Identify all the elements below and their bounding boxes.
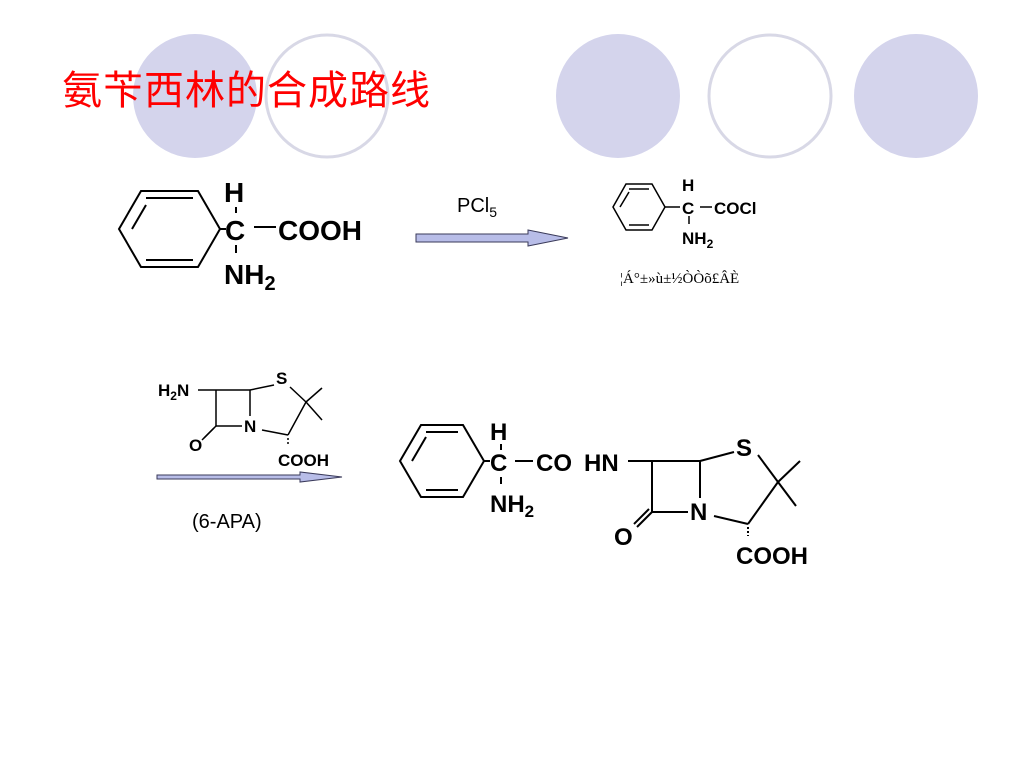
reactant-cooh: COOH: [278, 215, 362, 246]
acid-chloride-label: ¦Á°±»ù±½ÒÒõ£ÂÈ: [620, 270, 739, 287]
phenylglycine-structure: H C COOH NH2: [117, 177, 362, 295]
filled-circle-2: [556, 34, 680, 158]
arrow-1-shape: [415, 229, 569, 247]
apa-s-atom: S: [276, 369, 287, 388]
reagent-6-apa-label: (6-APA): [192, 511, 262, 533]
reactant-nh2: NH2: [224, 259, 276, 295]
reactant-h-atom: H: [224, 177, 244, 208]
acid-chloride-cocl: COCl: [714, 199, 757, 218]
ampicillin-h-atom: H: [490, 419, 507, 446]
benzene-ring: [117, 190, 222, 268]
apa-h2n: H2N: [158, 381, 189, 403]
ampicillin-co: CO: [536, 450, 572, 477]
apa-cooh: COOH: [278, 451, 329, 470]
ampicillin-nh2: NH2: [490, 491, 534, 521]
ampicillin-s-atom: S: [736, 435, 752, 462]
ring-circle-2: [707, 33, 833, 159]
acid-chloride-structure: H C COCl NH2 ¦Á°±»ù±½ÒÒõ£ÂÈ: [612, 176, 757, 287]
filled-circle-3: [854, 34, 978, 158]
ring-circle-1: [264, 33, 390, 159]
arrow-2-shape: [156, 471, 343, 483]
reagent-pcl5: PCl5: [457, 195, 497, 220]
acid-chloride-c-atom: C: [682, 199, 694, 218]
slide-title: 氨苄西林的合成路线: [62, 68, 431, 114]
apa-o-atom: O: [189, 436, 202, 455]
ampicillin-structure: H C CO HN NH2 S N O COOH: [398, 419, 808, 570]
reactant-c-atom: C: [225, 215, 245, 246]
acid-chloride-h-atom: H: [682, 176, 694, 195]
acid-chloride-nh2: NH2: [682, 229, 714, 251]
6-apa-structure: H2N S N O COOH: [158, 369, 329, 470]
reaction-arrow-2: (6-APA): [156, 471, 343, 533]
benzene-ring-small: [612, 183, 666, 231]
ampicillin-c-atom: C: [490, 450, 507, 477]
reaction-arrow-1: PCl5: [415, 195, 569, 247]
benzene-ring-product: [398, 424, 486, 498]
filled-circle-1: [133, 34, 257, 158]
decorative-circles: [133, 33, 978, 159]
ampicillin-cooh: COOH: [736, 543, 808, 570]
ampicillin-n-atom: N: [690, 499, 707, 526]
ampicillin-hn: HN: [584, 450, 619, 477]
ampicillin-o-atom: O: [614, 524, 633, 551]
apa-n-atom: N: [244, 417, 256, 436]
